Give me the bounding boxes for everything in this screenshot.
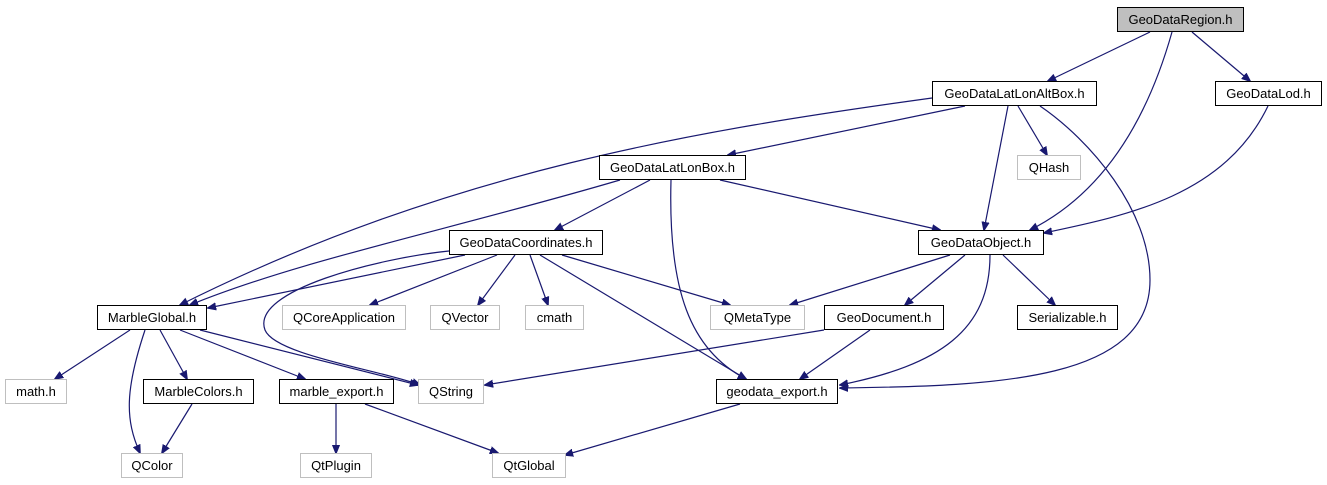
node-lod[interactable]: GeoDataLod.h [1215,81,1322,106]
edge-geodocument-to-geodataexport [800,329,871,379]
edge-altbox-to-qhash [1017,105,1047,155]
node-qtplugin: QtPlugin [300,453,372,478]
node-cmath: cmath [525,305,584,330]
edge-altbox-to-marbleglobal [180,97,933,305]
edge-marbleglobal-to-math [55,329,131,379]
edge-region-to-altbox [1048,31,1151,81]
node-qcoreapp: QCoreApplication [282,305,406,330]
edge-coords-to-qvector [478,254,516,305]
node-geodocument[interactable]: GeoDocument.h [824,305,944,330]
node-marblecolors[interactable]: MarbleColors.h [143,379,254,404]
node-marbleexport[interactable]: marble_export.h [279,379,394,404]
edge-object-to-geodataexport [840,254,991,385]
edge-marbleexport-to-qtglobal [364,403,498,453]
node-qmetatype: QMetaType [710,305,805,330]
edge-object-to-serializable [1002,254,1055,305]
edge-altbox-to-geodataexport [840,105,1151,388]
edge-latlonbox-to-coords [555,179,651,230]
edge-coords-to-cmath [529,254,548,305]
edge-region-to-lod [1191,31,1250,81]
node-qtglobal: QtGlobal [492,453,566,478]
node-geodataexport[interactable]: geodata_export.h [716,379,838,404]
edge-region-to-object [1030,31,1173,230]
edge-lod-to-object [1044,105,1269,233]
node-coords[interactable]: GeoDataCoordinates.h [449,230,603,255]
edge-coords-to-marbleglobal [208,254,466,308]
edge-coords-to-qmetatype [561,254,730,305]
edge-coords-to-qcoreapp [370,254,498,305]
node-object[interactable]: GeoDataObject.h [918,230,1044,255]
edge-latlonbox-to-object [719,179,940,230]
edge-object-to-geodocument [905,254,966,305]
node-qcolor: QColor [121,453,183,478]
node-qhash: QHash [1017,155,1081,180]
node-altbox[interactable]: GeoDataLatLonAltBox.h [932,81,1097,106]
node-region[interactable]: GeoDataRegion.h [1117,7,1244,32]
edge-marbleglobal-to-qcolor [128,329,146,453]
edge-coords-to-qstring [263,250,450,385]
edge-geodataexport-to-qtglobal [565,403,741,455]
node-qvector: QVector [430,305,500,330]
edge-object-to-qmetatype [790,254,951,305]
node-math: math.h [5,379,67,404]
edge-altbox-to-object [984,105,1009,230]
node-marbleglobal[interactable]: MarbleGlobal.h [97,305,207,330]
node-serializable[interactable]: Serializable.h [1017,305,1118,330]
node-latlonbox[interactable]: GeoDataLatLonBox.h [599,155,746,180]
node-qstring: QString [418,379,484,404]
edge-marblecolors-to-qcolor [162,403,193,453]
edge-coords-to-geodataexport [539,254,746,379]
edge-geodocument-to-qstring [485,329,825,385]
edge-marbleglobal-to-marbleexport [179,329,305,379]
edge-marbleglobal-to-qstring [199,329,418,385]
edge-altbox-to-latlonbox [728,105,966,155]
edge-latlonbox-to-marbleglobal [190,179,621,305]
edge-marbleglobal-to-marblecolors [159,329,187,379]
